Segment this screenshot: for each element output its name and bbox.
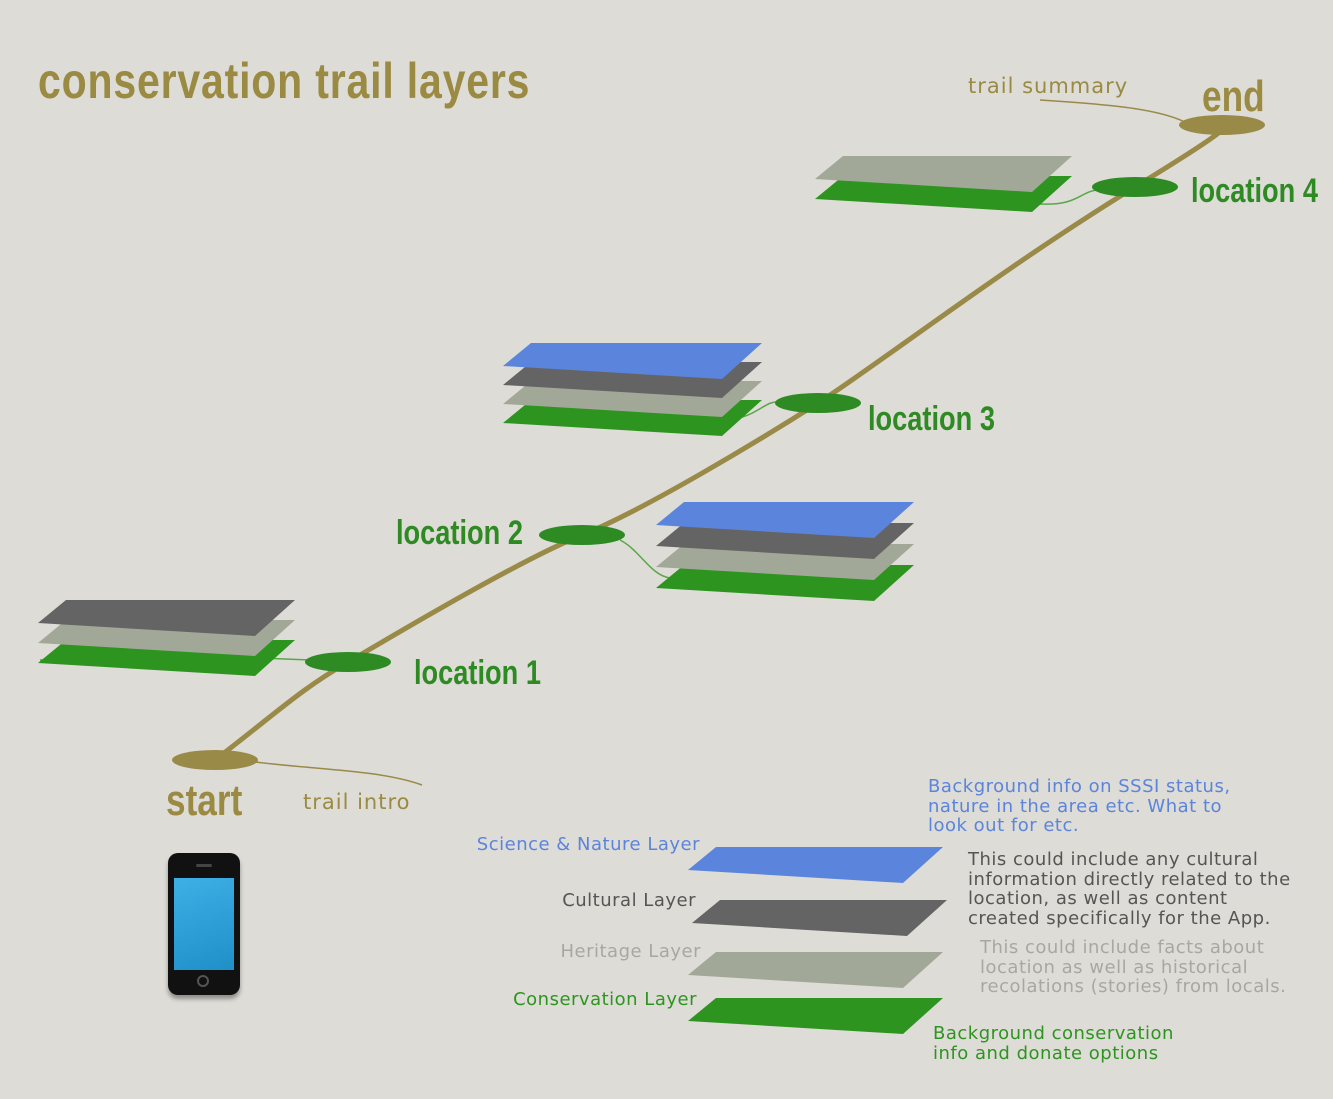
legend-conservation-layer: [688, 998, 943, 1034]
phone-speaker: [196, 864, 212, 867]
location-2-label: location 2: [396, 514, 523, 552]
connector-line: [619, 539, 671, 579]
legend-science-layer: [688, 847, 943, 883]
location-3-label: location 3: [868, 400, 995, 438]
location-2-node: [539, 525, 625, 545]
location-3-science-layer: [503, 343, 762, 379]
page-title: conservation trail layers: [38, 53, 531, 109]
legend-heritage-layer: [688, 952, 943, 988]
end-node: [1179, 115, 1265, 135]
location-4-heritage-layer: [815, 156, 1072, 192]
legend-cultural-description: This could include any cultural informat…: [968, 849, 1291, 929]
location-1-label: location 1: [414, 654, 541, 692]
location-4-label: location 4: [1191, 172, 1318, 210]
location-3-node: [775, 393, 861, 413]
smartphone-icon: [168, 853, 240, 995]
start-node: [172, 750, 258, 770]
legend-heritage-label: Heritage Layer: [560, 941, 701, 962]
location-2-science-layer: [656, 502, 914, 538]
location-1-cultural-layer: [38, 600, 295, 636]
phone-home-button: [197, 975, 209, 987]
start-label: start: [166, 776, 243, 825]
end-note: trail summary: [968, 74, 1129, 98]
start-note-line: [254, 761, 423, 786]
location-4-node: [1092, 177, 1178, 197]
start-note: trail intro: [303, 790, 411, 814]
end-label: end: [1202, 72, 1265, 121]
legend-science-label: Science & Nature Layer: [476, 834, 700, 855]
legend-conservation-label: Conservation Layer: [513, 989, 697, 1010]
location-1-node: [305, 652, 391, 672]
legend-cultural-label: Cultural Layer: [562, 890, 696, 911]
legend-cultural-layer: [692, 900, 947, 936]
legend-conservation-description: Background conservation info and donate …: [933, 1023, 1174, 1064]
phone-screen: [174, 878, 234, 970]
legend-heritage-description: This could include facts about location …: [980, 937, 1287, 997]
legend-science-description: Background info on SSSI status, nature i…: [928, 776, 1231, 836]
end-note-line: [1039, 99, 1186, 123]
